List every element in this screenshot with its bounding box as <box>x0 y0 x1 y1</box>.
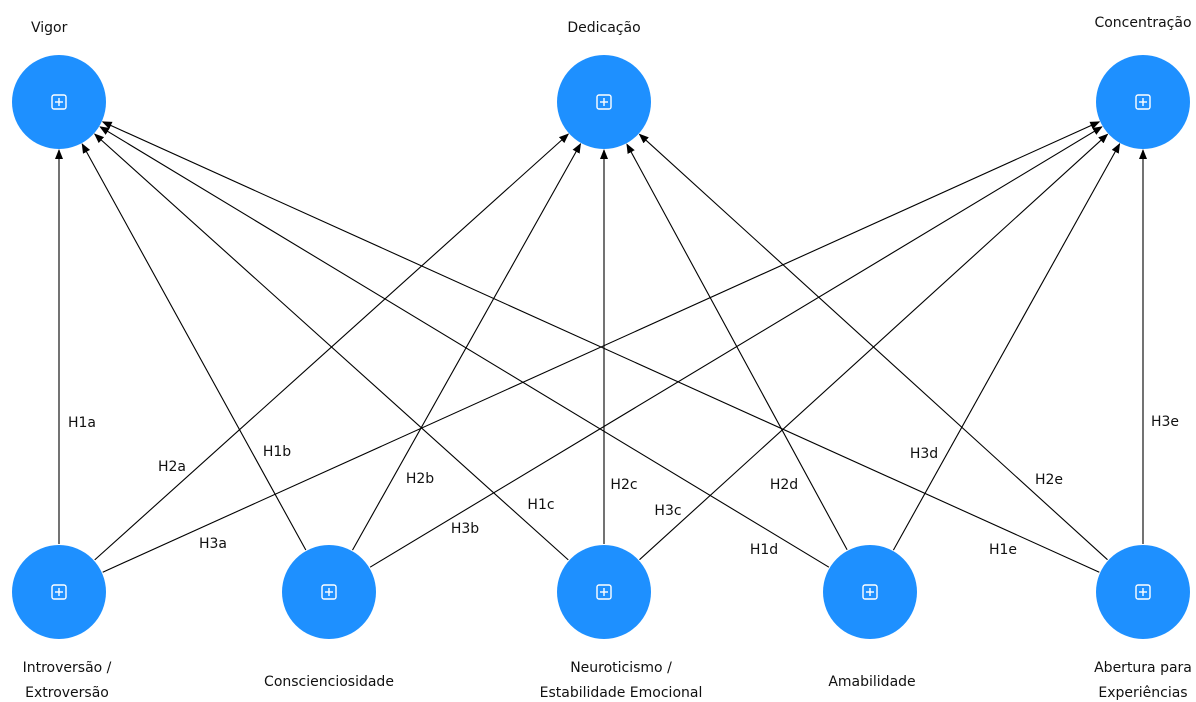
edge-h1b <box>81 143 307 551</box>
edge-label-h2d: H2d <box>770 477 798 493</box>
expand-plus-icon[interactable] <box>862 584 878 600</box>
node-label-amabilidade: Amabilidade <box>828 674 915 690</box>
expand-plus-icon[interactable] <box>1135 584 1151 600</box>
node-label-concentracao: Concentração <box>1094 15 1191 31</box>
edge-label-h2b: H2b <box>406 471 434 487</box>
edge-label-h2a: H2a <box>158 459 186 475</box>
edge-label-h3d: H3d <box>910 446 938 462</box>
node-label-introversao-line1: Introversão / <box>23 660 112 676</box>
node-concentracao[interactable]: Concentração <box>1094 15 1192 149</box>
expand-plus-icon[interactable] <box>321 584 337 600</box>
expand-plus-icon[interactable] <box>51 94 67 110</box>
edge-label-h1b: H1b <box>263 444 291 460</box>
edge-h2b <box>352 143 581 551</box>
node-conscienciosidade[interactable]: Conscienciosidade <box>264 545 394 690</box>
node-label-abertura-line2: Experiências <box>1098 685 1187 701</box>
node-label-abertura-line1: Abertura para <box>1094 660 1192 676</box>
edge-label-h3c: H3c <box>654 503 681 519</box>
edge-label-h1c: H1c <box>527 497 554 513</box>
node-vigor[interactable]: Vigor <box>12 20 106 149</box>
expand-plus-icon[interactable] <box>51 584 67 600</box>
node-label-vigor: Vigor <box>31 20 68 36</box>
node-label-conscienciosidade: Conscienciosidade <box>264 674 394 690</box>
edge-label-h1d: H1d <box>750 542 778 558</box>
edge-label-h2e: H2e <box>1035 472 1063 488</box>
node-label-neuroticismo-line1: Neuroticismo / <box>570 660 672 676</box>
edge-label-h3a: H3a <box>199 536 227 552</box>
node-introversao[interactable]: Introversão / Extroversão <box>12 545 112 701</box>
node-dedicacao[interactable]: Dedicação <box>557 20 651 149</box>
node-label-dedicacao: Dedicação <box>567 20 640 36</box>
edges-layer <box>55 121 1147 573</box>
edge-label-h2c: H2c <box>610 477 637 493</box>
edge-h2a <box>94 133 570 561</box>
node-label-neuroticismo-line2: Estabilidade Emocional <box>540 685 703 701</box>
edge-label-h3e: H3e <box>1151 414 1179 430</box>
edge-h3c <box>639 133 1109 561</box>
edge-label-h1a: H1a <box>68 415 96 431</box>
expand-plus-icon[interactable] <box>596 94 612 110</box>
edge-label-h3b: H3b <box>451 521 479 537</box>
expand-plus-icon[interactable] <box>1135 94 1151 110</box>
node-amabilidade[interactable]: Amabilidade <box>823 545 917 690</box>
edge-h3d <box>892 143 1121 551</box>
edge-h3a <box>102 121 1101 573</box>
edge-h3b <box>369 126 1103 568</box>
edge-h1d <box>99 126 830 568</box>
node-neuroticismo[interactable]: Neuroticismo / Estabilidade Emocional <box>540 545 703 701</box>
node-label-introversao-line2: Extroversão <box>25 685 109 701</box>
expand-plus-icon[interactable] <box>596 584 612 600</box>
edge-label-h1e: H1e <box>989 542 1017 558</box>
